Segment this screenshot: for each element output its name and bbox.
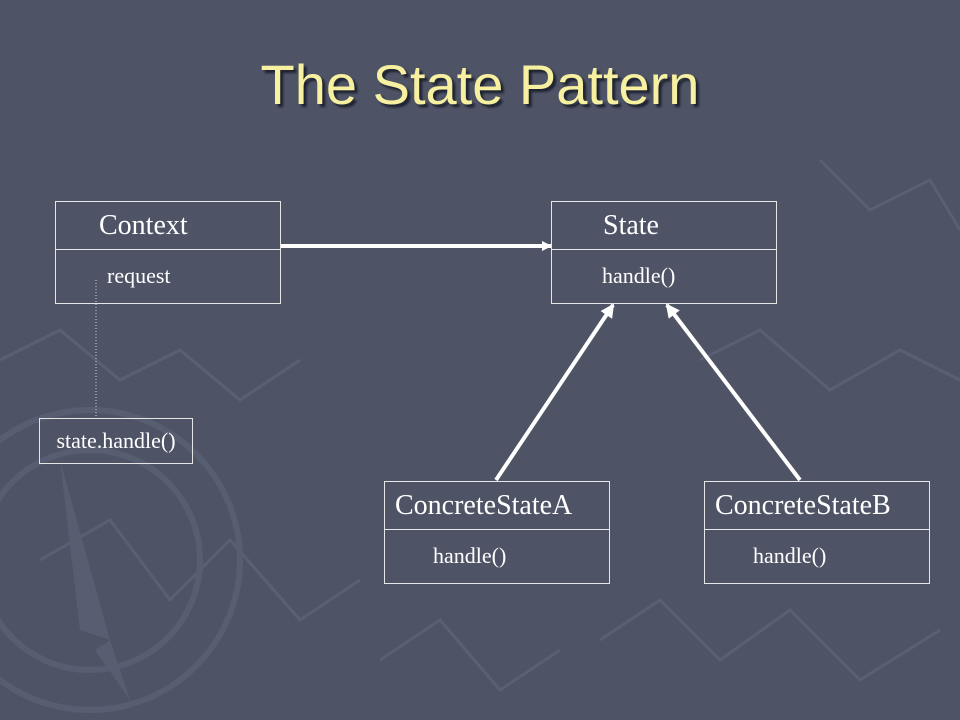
concrete-state-b-box: ConcreteStateB handle() — [704, 481, 930, 584]
concrete-state-b-name: ConcreteStateB — [705, 482, 929, 530]
concrete-state-b-operation: handle() — [753, 543, 827, 568]
state-class-box: State handle() — [551, 201, 777, 304]
concrete-state-a-name: ConcreteStateA — [385, 482, 609, 530]
concrete-state-a-operation: handle() — [433, 543, 507, 568]
slide-title: The State Pattern — [260, 53, 700, 116]
state-class-operation: handle() — [602, 263, 676, 288]
context-class-name: Context — [56, 202, 280, 250]
context-class-operation: request — [107, 263, 171, 288]
state-class-name: State — [552, 202, 776, 250]
concrete-state-a-box: ConcreteStateA handle() — [384, 481, 610, 584]
context-class-box: Context request — [55, 201, 281, 304]
request-note: state.handle() — [39, 418, 193, 464]
